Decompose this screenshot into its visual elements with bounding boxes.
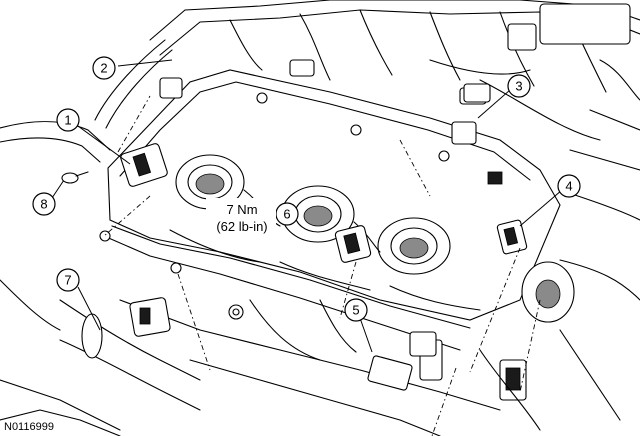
valve-cover <box>99 69 575 351</box>
callout-6: 6 <box>275 202 299 226</box>
callout-7-label: 7 <box>64 273 71 288</box>
callout-8-label: 8 <box>40 197 47 212</box>
callout-2-label: 2 <box>100 61 107 76</box>
callout-8: 8 <box>32 192 56 216</box>
callout-6-label: 6 <box>283 207 290 222</box>
callout-5-label: 5 <box>352 303 359 318</box>
leader-lines <box>51 59 563 353</box>
figure-code: N0116999 <box>4 421 54 433</box>
callout-3: 3 <box>507 74 531 98</box>
callout-4-label: 4 <box>565 179 572 194</box>
callout-1-label: 1 <box>64 113 71 128</box>
callout-2: 2 <box>92 56 116 80</box>
torque-label-bg <box>206 198 276 236</box>
alignment-lines <box>103 95 541 436</box>
callout-7: 7 <box>56 268 80 292</box>
coil-connectors <box>120 77 528 357</box>
callout-3-label: 3 <box>515 79 522 94</box>
callout-4: 4 <box>557 174 581 198</box>
torque-nm: 7 Nm <box>226 202 257 217</box>
callout-5: 5 <box>344 298 368 322</box>
bolt-8 <box>61 171 89 184</box>
callout-1: 1 <box>56 108 80 132</box>
torque-lbin: (62 lb-in) <box>216 219 267 234</box>
